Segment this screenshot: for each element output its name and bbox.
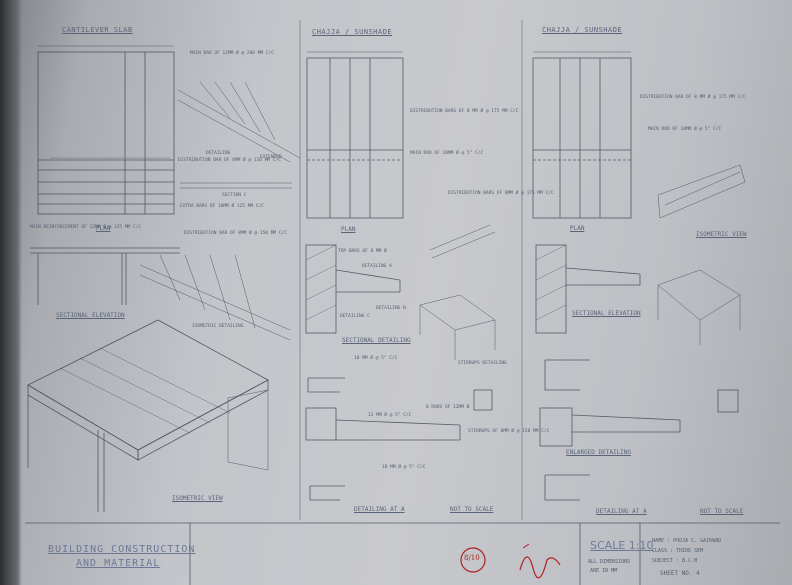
label-not-to-scale-1: NOT TO SCALE — [450, 506, 494, 513]
chajja-section-1 — [305, 244, 401, 334]
label-main-bar: MAIN BAR OF 12MM Ø @ 200 MM C/C — [190, 51, 274, 56]
label-detailing-c: DETAILING C — [340, 314, 370, 319]
view-title-chajja-1: CHAJJA / SUNSHADE — [312, 28, 393, 36]
title-subject-line2: AND MATERIAL — [76, 558, 161, 569]
label-detailing-b: DETAILING B — [376, 306, 406, 311]
label-isometric-detailing: ISOMETRIC DETAILING — [192, 324, 244, 329]
label-detailing-at-a-1: DETAILING AT A — [354, 506, 405, 513]
label-not-to-scale-2: NOT TO SCALE — [700, 508, 744, 515]
label-extended: EXTENDED — [260, 155, 282, 160]
title-scale: SCALE 1:10 — [590, 539, 654, 552]
label-distribution-bar-2: DISTRIBUTION BAR OF 8MM Ø @ 150 MM C/C — [184, 231, 287, 236]
title-dimensions-line2: ARE IN MM — [590, 568, 618, 574]
view-title-cantilever-slab: CANTILEVER SLAB — [62, 26, 133, 34]
label-enlarged-detailing: ENLARGED DETAILING — [566, 449, 632, 456]
title-dimensions-line1: ALL DIMENSIONS — [588, 559, 631, 565]
label-sectional-elevation-1: SECTIONAL ELEVATION — [56, 312, 125, 319]
label-bar-10mm-2: 10 MM Ø @ 5" C/C — [382, 465, 426, 470]
title-sheet-no: SHEET NO. 4 — [660, 570, 700, 577]
label-sectional-detailing: SECTIONAL DETAILING — [342, 337, 411, 344]
label-distribution-bars-2: DISTRIBUTION BARS OF 8MM Ø @ 175 MM C/C — [448, 191, 554, 196]
chajja-isometric-sketch — [657, 164, 746, 345]
view-title-chajja-2: CHAJJA / SUNSHADE — [542, 26, 623, 34]
label-stirrups-detailing: STIRRUPS DETAILING — [458, 361, 507, 366]
marks-circle — [460, 547, 486, 573]
label-bar-12mm: 12 MM Ø @ 5" C/C — [368, 413, 412, 418]
label-main-rod: MAIN ROD OF 10MM Ø @ 5" C/C — [410, 151, 484, 156]
chajja-detailing-2 — [539, 359, 739, 501]
label-distribution-bar-right: DISTRIBUTION BAR OF 8 MM Ø @ 175 MM C/C — [640, 95, 746, 100]
signature — [519, 543, 561, 579]
label-main-reinforcement: MAIN REINFORCEMENT OF 12MM Ø @ 125 MM C/… — [30, 225, 142, 230]
paper-shadow — [0, 0, 22, 585]
chajja-section-2 — [535, 244, 641, 334]
label-isometric-view-1: ISOMETRIC VIEW — [172, 495, 223, 502]
label-distribution-bar-1: DISTRIBUTION BAR OF 8MM Ø @ 150 MM C/C — [178, 158, 281, 163]
label-main-rod-right: MAIN ROD OF 10MM Ø @ 5" C/C — [648, 127, 722, 132]
label-stirrups-note: STIRRUPS OF 8MM Ø @ 150 MM C/C — [468, 429, 550, 434]
label-bar-10mm-1: 10 MM Ø @ 5" C/C — [354, 356, 398, 361]
label-plan-3: PLAN — [570, 225, 585, 232]
cantilever-sectional-elevation — [30, 247, 180, 305]
label-eight-rods: 8 RODS OF 12MM Ø — [426, 405, 470, 410]
chajja-detailing-1 — [305, 377, 493, 501]
label-distribution-bars-chajja: DISTRIBUTION BARS OF 8 MM Ø @ 175 MM C/C — [410, 109, 519, 114]
cantilever-slab-plan — [37, 45, 175, 215]
title-subject-line1: BUILDING CONSTRUCTION — [48, 544, 196, 555]
chajja-plan-1 — [306, 51, 404, 219]
cage-sketch-middle — [419, 224, 496, 360]
title-name: NAME : POOJA C. GAIKWAD — [652, 538, 722, 544]
label-detailing: DETAILING — [206, 151, 231, 156]
label-plan-1: PLAN — [96, 225, 111, 232]
cantilever-isometric-view — [27, 319, 269, 512]
label-plan-2: PLAN — [341, 226, 356, 233]
isometric-detailing-sketch — [139, 254, 291, 341]
label-section-c: SECTION C — [222, 193, 247, 198]
label-detailing-a: DETAILING A — [362, 264, 392, 269]
label-top-bars: TOP BARS OF 8 MM Ø — [338, 249, 387, 254]
chajja-plan-2 — [532, 51, 632, 219]
label-detailing-at-a-2: DETAILING AT A — [596, 508, 647, 515]
label-sectional-elevation-2: SECTIONAL ELEVATION — [572, 310, 641, 317]
marks-score: 8/10 — [464, 554, 480, 562]
title-subject: SUBJECT : B.C.M — [652, 558, 698, 564]
title-class: CLASS : THIRD SEM — [652, 548, 704, 554]
label-extra-bar: EXTRA BARS OF 10MM Ø 125 MM C/C — [180, 204, 264, 209]
cantilever-detailing-sketch — [177, 81, 301, 189]
label-isometric-view-2: ISOMETRIC VIEW — [696, 231, 747, 238]
